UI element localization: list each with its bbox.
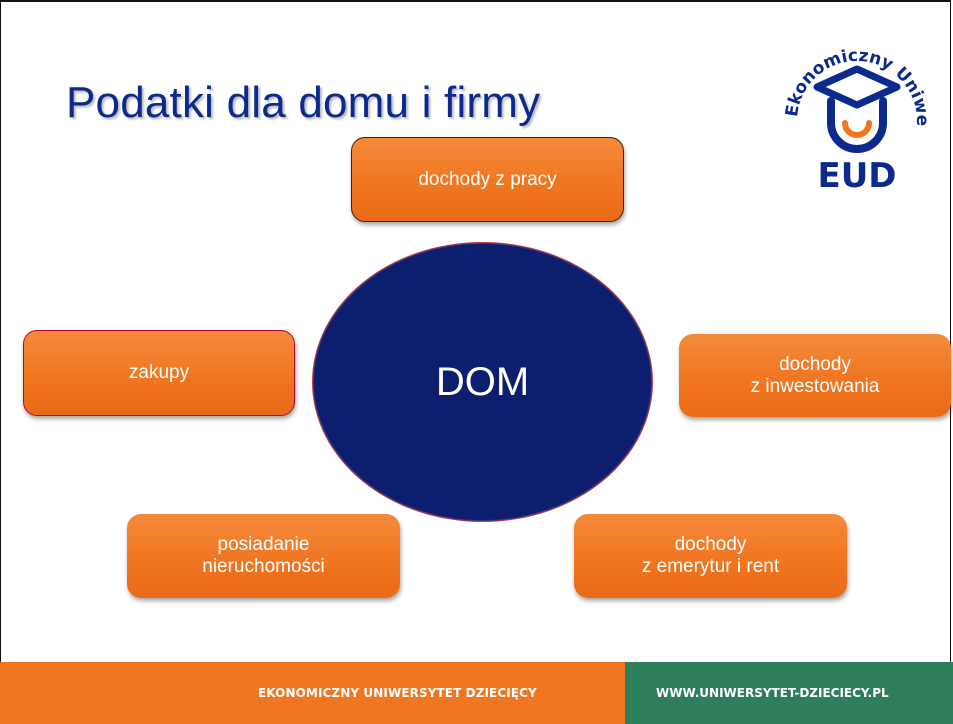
eud-logo: Ekonomiczny Uniwersytet Dziecięcy EUD [773,25,932,195]
node-line: z emerytur i rent [641,556,780,577]
graduation-cap-icon [813,65,901,109]
footer-website-link[interactable]: WWW.UNIWERSYTET-DZIECIECY.PL [656,686,889,700]
footer-org-name: EKONOMICZNY UNIWERSYTET DZIECIĘCY [258,686,537,700]
logo-head-icon [827,97,887,153]
node-dochody-z-pracy: dochody z pracy [351,137,624,222]
node-dochody-z-emerytur: dochody z emerytur i rent [574,514,847,598]
node-line: dochody [779,353,851,375]
node-line: nieruchomości [202,556,325,577]
slide-footer: EKONOMICZNY UNIWERSYTET DZIECIĘCY WWW.UN… [0,662,953,724]
center-node-dom: DOM [313,243,652,521]
node-line: zakupy [128,362,190,383]
node-line: dochody z pracy [418,168,557,190]
node-line: z inwestowania [750,375,880,397]
logo-smile-icon [842,120,872,138]
node-line: posiadanie [217,534,310,555]
center-label: DOM [435,359,530,404]
slide-title: Podatki dla domu i firmy [66,78,541,127]
footer-right-band [625,662,953,724]
node-zakupy: zakupy [23,330,295,416]
node-line: dochody [674,534,747,555]
logo-abbr: EUD [817,156,896,195]
footer-left-band [0,662,625,724]
node-dochody-z-inwestowania: dochody z inwestowania [679,334,951,417]
node-posiadanie-nieruchomosci: posiadanie nieruchomości [127,514,400,598]
